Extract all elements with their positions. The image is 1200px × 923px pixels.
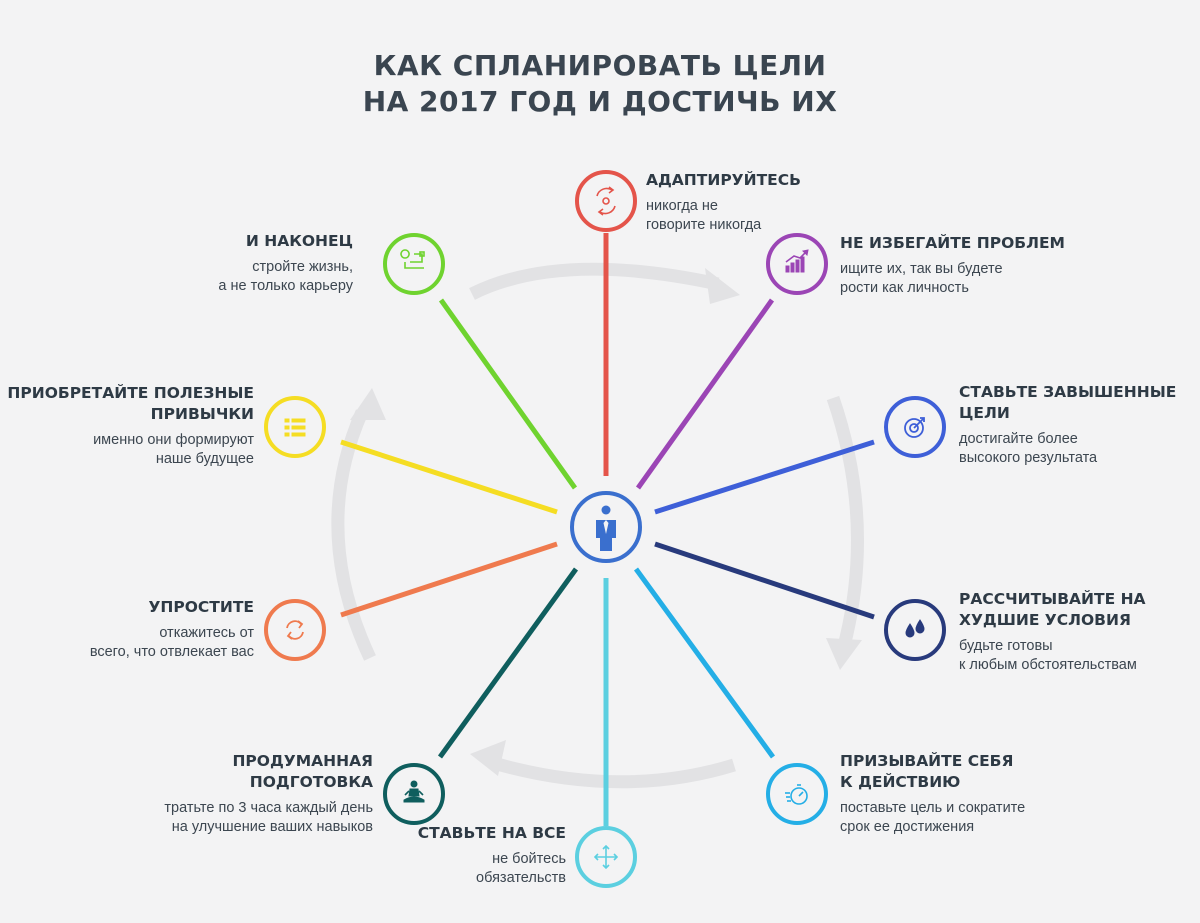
spoke-finally — [438, 298, 578, 490]
cycle-arrowhead-bottom — [470, 740, 506, 776]
node-simplify — [264, 599, 326, 661]
node-simplify-circle — [264, 599, 326, 661]
center-node — [570, 491, 642, 563]
page-title: КАК СПЛАНИРОВАТЬ ЦЕЛИ НА 2017 ГОД И ДОСТ… — [0, 48, 1200, 120]
label-all-in-title: СТАВЬТЕ НА ВСЕ — [417, 824, 566, 842]
title-line-1: КАК СПЛАНИРОВАТЬ ЦЕЛИ — [373, 49, 827, 82]
spoke-simplify — [340, 541, 558, 618]
node-adapt — [575, 170, 637, 232]
stopwatch-icon — [785, 784, 808, 805]
node-adapt-circle — [575, 170, 637, 232]
spoke-high-goals — [654, 439, 875, 515]
label-finally-title: И НАКОНЕЦ — [245, 232, 353, 250]
title-line-2: НА 2017 ГОД И ДОСТИЧЬ ИХ — [362, 85, 838, 118]
route-icon — [400, 249, 425, 269]
spoke-preparation — [437, 567, 579, 759]
meditation-icon — [403, 780, 425, 803]
label-problems-title: НЕ ИЗБЕГАЙТЕ ПРОБЛЕМ — [840, 234, 1065, 252]
cycle-arrow-bottom — [488, 755, 736, 789]
node-habits — [264, 396, 326, 458]
cycle-arrow-left — [331, 409, 376, 661]
move-arrows-icon — [593, 844, 619, 870]
cycle-arrowhead-left — [350, 388, 386, 420]
spoke-worst — [654, 541, 875, 620]
label-finally-desc: стройте жизнь,а не только карьеру — [218, 259, 353, 294]
node-all-in — [575, 826, 637, 888]
spoke-habits — [340, 439, 558, 515]
circular-arrows-icon — [596, 186, 616, 216]
spokes — [340, 233, 875, 826]
node-finally-circle — [383, 233, 445, 295]
list-icon — [284, 418, 306, 437]
target-icon — [904, 417, 925, 438]
cycle-arrowhead-top — [705, 268, 740, 304]
node-action — [766, 763, 828, 825]
spoke-problems — [635, 298, 775, 490]
node-action-circle — [766, 763, 828, 825]
spoke-action — [633, 567, 776, 759]
refresh-icon — [286, 620, 304, 640]
drops-icon — [905, 619, 925, 638]
node-high-goals — [884, 396, 946, 458]
node-preparation — [383, 763, 445, 825]
label-finally: И НАКОНЕЦ стройте жизнь,а не только карь… — [218, 231, 353, 296]
cycle-arrowheads — [350, 268, 862, 776]
node-worst — [884, 599, 946, 661]
businessman-icon — [596, 505, 616, 551]
growth-chart-icon — [785, 249, 809, 273]
node-problems — [766, 233, 828, 295]
cycle-arrowhead-right — [826, 638, 862, 670]
label-simplify-title: УПРОСТИТЕ — [148, 598, 254, 616]
node-worst-circle — [884, 599, 946, 661]
node-finally — [383, 233, 445, 295]
cycle-arrow-top — [469, 262, 720, 300]
label-problems: НЕ ИЗБЕГАЙТЕ ПРОБЛЕМ ищите их, так вы бу… — [840, 233, 1065, 298]
label-adapt-title: АДАПТИРУЙТЕСЬ — [646, 171, 801, 189]
